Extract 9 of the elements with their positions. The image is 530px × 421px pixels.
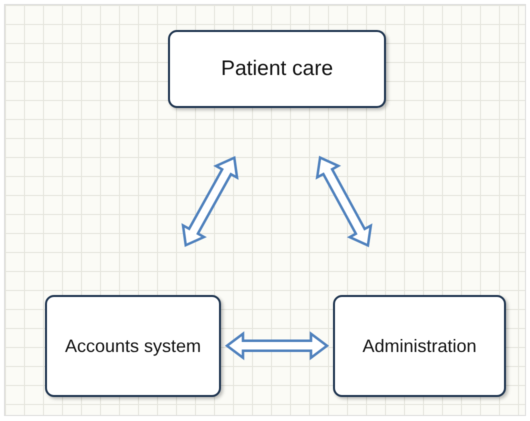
process-box	[45, 295, 221, 397]
box-label: Administration	[362, 336, 477, 356]
double-arrow	[224, 331, 330, 360]
double-arrow	[316, 156, 372, 248]
box-label: Patient care	[220, 57, 334, 81]
process-box	[333, 295, 506, 397]
process-box	[168, 30, 386, 108]
box-label: Accounts system	[64, 336, 202, 356]
double-arrow	[181, 156, 239, 248]
